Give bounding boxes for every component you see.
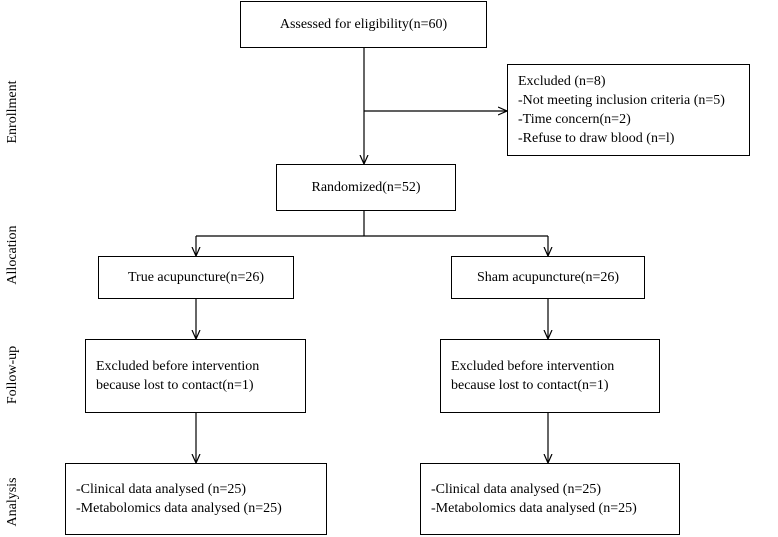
- stage-label-follow-up: Follow-up: [5, 345, 20, 405]
- true-arm-allocation-box: True acupuncture(n=26): [98, 256, 294, 299]
- excluded-box: Excluded (n=8) -Not meeting inclusion cr…: [507, 64, 750, 156]
- true-arm-analysis-line: -Clinical data analysed (n=25): [76, 482, 247, 497]
- sham-arm-analysis-box: -Clinical data analysed (n=25) -Metabolo…: [420, 463, 680, 535]
- true-arm-followup-box: Excluded before intervention because los…: [85, 339, 306, 413]
- randomized-box: Randomized(n=52): [276, 164, 456, 211]
- sham-arm-allocation-box: Sham acupuncture(n=26): [451, 256, 645, 299]
- sham-arm-followup-box: Excluded before intervention because los…: [440, 339, 660, 413]
- sham-arm-analysis-line: -Clinical data analysed (n=25): [431, 482, 602, 497]
- sham-arm-analysis-line: -Metabolomics data analysed (n=25): [431, 501, 637, 516]
- true-arm-allocation-text: True acupuncture(n=26): [127, 270, 265, 285]
- assessed-box: Assessed for eligibility(n=60): [240, 1, 487, 48]
- true-arm-followup-line: because lost to contact(n=1): [96, 378, 254, 393]
- assessed-text: Assessed for eligibility(n=60): [279, 17, 448, 32]
- stage-label-analysis: Analysis: [5, 477, 20, 527]
- sham-arm-allocation-text: Sham acupuncture(n=26): [476, 270, 620, 285]
- sham-arm-followup-line: Excluded before intervention: [451, 359, 615, 374]
- excluded-reason: -Refuse to draw blood (n=l): [518, 131, 675, 146]
- excluded-reason: -Not meeting inclusion criteria (n=5): [518, 93, 725, 108]
- excluded-reason: -Time concern(n=2): [518, 112, 631, 127]
- sham-arm-followup-line: because lost to contact(n=1): [451, 378, 609, 393]
- stage-label-enrollment: Enrollment: [5, 80, 20, 144]
- randomized-text: Randomized(n=52): [311, 180, 421, 195]
- excluded-title: Excluded (n=8): [518, 74, 606, 89]
- true-arm-analysis-line: -Metabolomics data analysed (n=25): [76, 501, 282, 516]
- stage-label-allocation: Allocation: [5, 225, 20, 285]
- true-arm-followup-line: Excluded before intervention: [96, 359, 260, 374]
- true-arm-analysis-box: -Clinical data analysed (n=25) -Metabolo…: [65, 463, 327, 535]
